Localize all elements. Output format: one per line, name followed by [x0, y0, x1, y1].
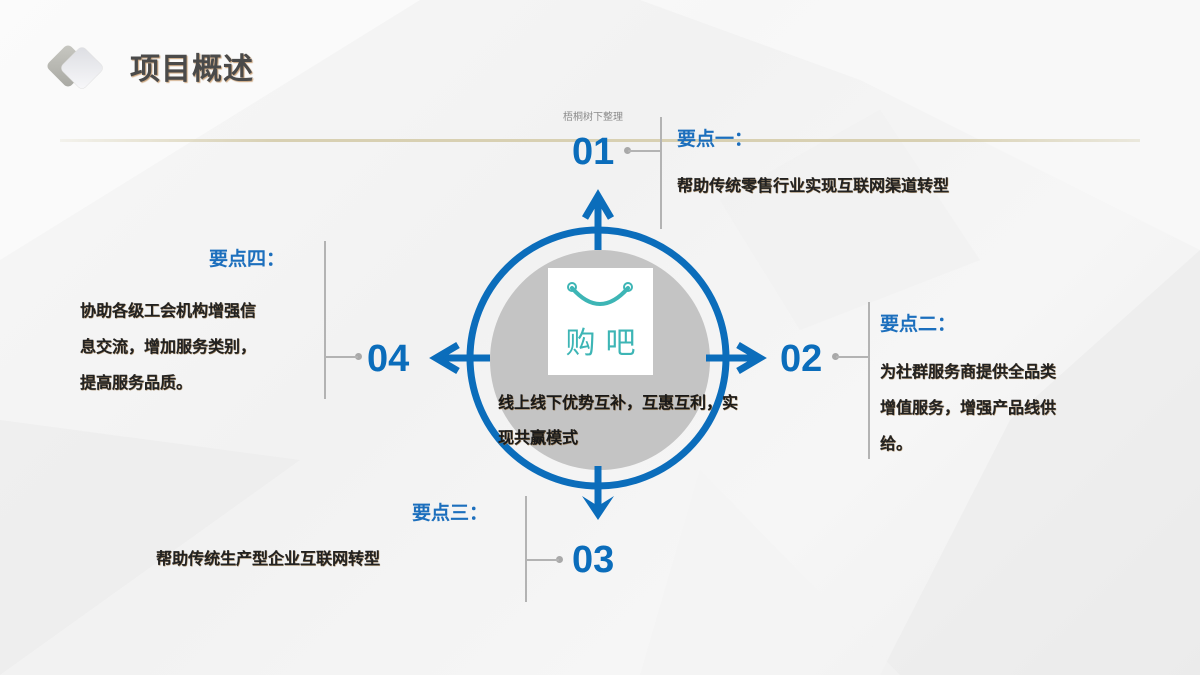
center-summary: 线上线下优势互补，互惠互利，实现共赢模式	[498, 393, 739, 447]
point-text-02: 为社群服务商提供全品类 增值服务，增强产品线供 给。	[880, 354, 1056, 462]
page-title: 项目概述	[130, 52, 254, 87]
diamond-logo-icon	[47, 45, 103, 89]
point-title-03: 要点三：	[412, 502, 489, 524]
connector-line	[628, 150, 661, 152]
point-text-line: 协助各级工会机构增强信	[80, 301, 257, 320]
connector-dot	[624, 147, 631, 154]
point-title-01: 要点一：	[677, 128, 754, 150]
point-number-03: 03	[572, 539, 615, 581]
watermark-text: 梧桐树下整理	[563, 112, 623, 123]
point-number-01: 01	[572, 131, 615, 173]
divider-line	[525, 496, 527, 602]
point-title-04: 要点四：	[209, 248, 286, 270]
point-number-04: 04	[367, 338, 410, 380]
connector-line	[836, 356, 868, 358]
connector-dot	[556, 556, 563, 563]
point-text-line: 给。	[880, 434, 913, 453]
point-title-02: 要点二：	[880, 313, 957, 335]
shopping-bag-handle-icon	[567, 282, 633, 306]
connector-dot	[355, 353, 362, 360]
point-text-line: 为社群服务商提供全品类	[880, 362, 1057, 381]
connector-line	[527, 559, 559, 561]
point-text-line: 息交流，增加服务类别，	[80, 337, 257, 356]
brand-logo: 购吧	[548, 268, 653, 375]
connector-line	[326, 356, 358, 358]
brand-name: 购吧	[565, 326, 646, 361]
point-text-04: 协助各级工会机构增强信 息交流，增加服务类别， 提高服务品质。	[80, 293, 256, 401]
point-text-01: 帮助传统零售行业实现互联网渠道转型	[677, 176, 950, 195]
point-number-02: 02	[780, 338, 823, 380]
divider-line	[324, 241, 326, 399]
point-text-03: 帮助传统生产型企业互联网转型	[156, 549, 381, 568]
point-text-line: 提高服务品质。	[80, 373, 193, 392]
point-text-line: 增值服务，增强产品线供	[880, 398, 1057, 417]
connector-dot	[832, 353, 839, 360]
divider-line	[660, 117, 662, 229]
header-divider	[60, 139, 1140, 142]
divider-line	[868, 302, 870, 459]
